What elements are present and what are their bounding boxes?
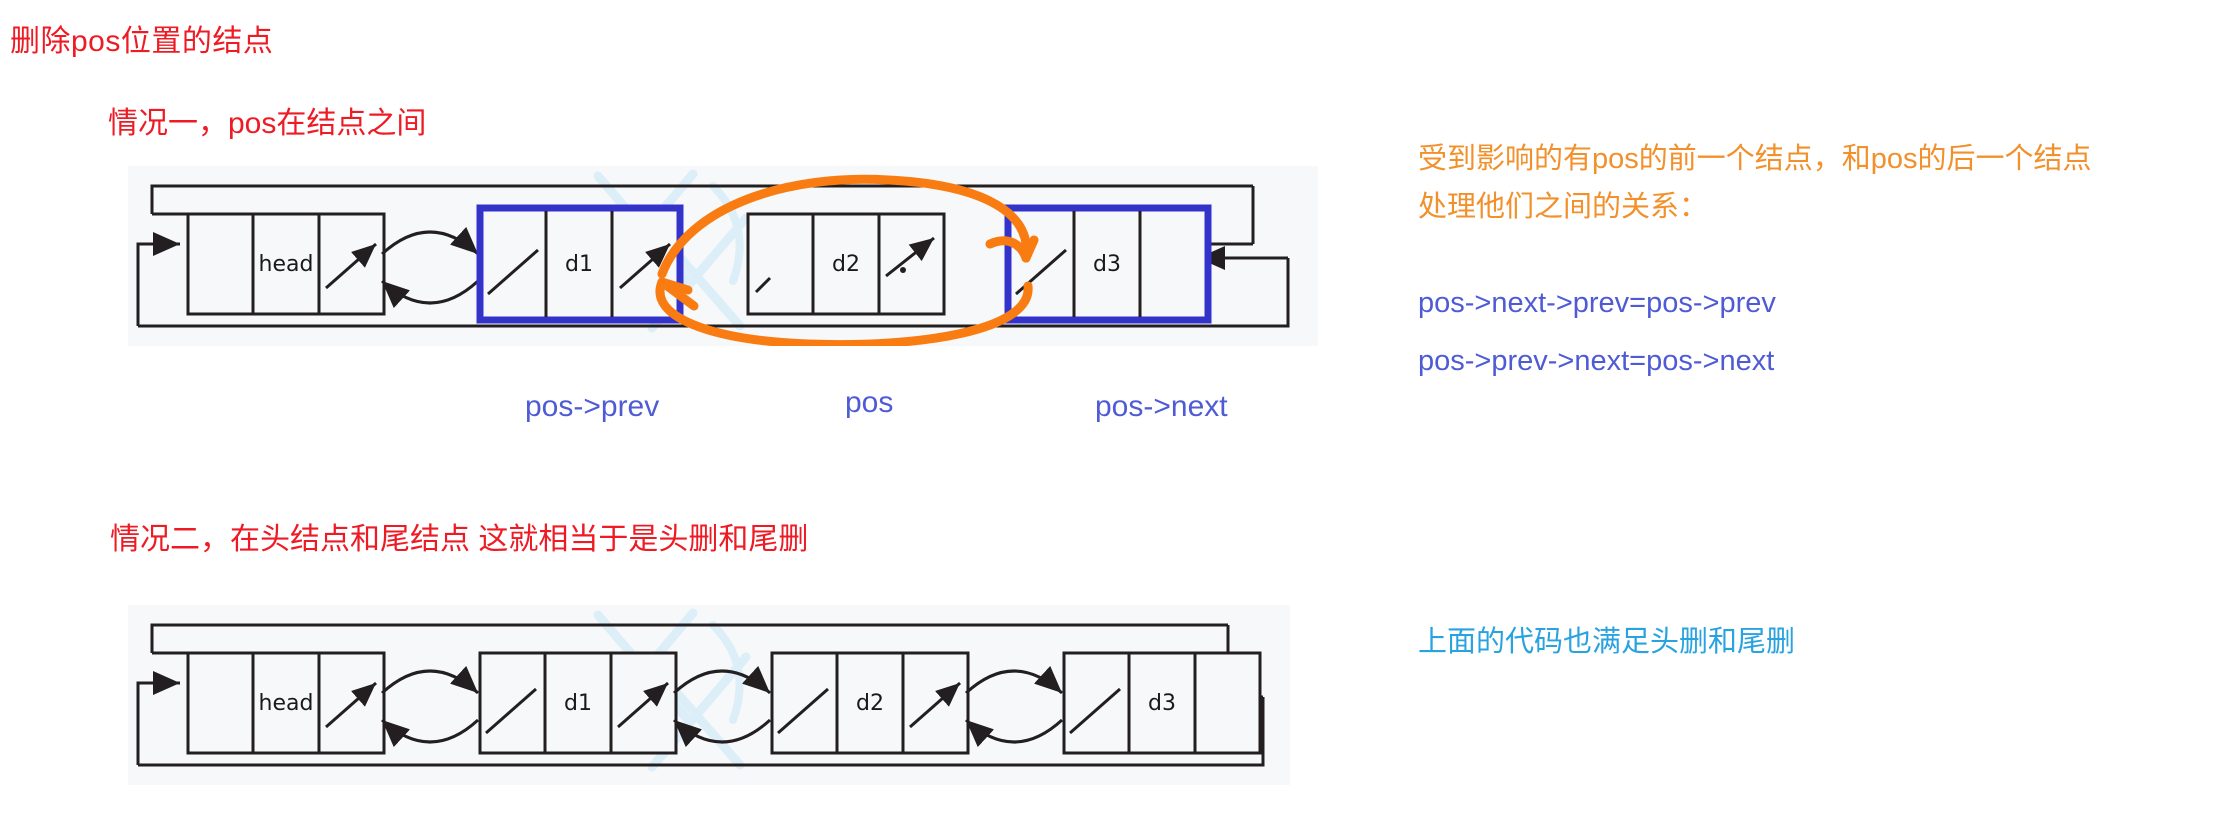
node-d3: d3 (1004, 204, 1212, 324)
node-d1: d1 (476, 204, 684, 324)
node-head: head (186, 651, 386, 755)
diagram-case-one: head d1 d2 d3 (128, 166, 1318, 346)
case-one-code-line1: pos->next->prev=pos->prev (1418, 287, 1776, 319)
case-one-note-line1: 受到影响的有pos的前一个结点，和pos的后一个结点 (1418, 143, 2092, 175)
orange-bypass-annotation (655, 174, 1039, 346)
case-one-code-line2: pos->prev->next=pos->next (1418, 345, 1775, 377)
svg-text:d1: d1 (565, 252, 593, 277)
node-d2: d2 (746, 212, 946, 316)
pointer-label-pos: pos (845, 386, 894, 419)
svg-text:d3: d3 (1093, 252, 1121, 277)
svg-text:d3: d3 (1148, 691, 1176, 716)
case-two-note-line1: 上面的代码也满足头删和尾删 (1418, 626, 1796, 658)
svg-text:head: head (259, 252, 314, 277)
svg-text:head: head (259, 691, 314, 716)
case-two-heading: 情况二，在头结点和尾结点 这就相当于是头删和尾删 (110, 523, 809, 556)
diagram-case-two: head d1 d2 (128, 605, 1290, 785)
svg-text:d1: d1 (564, 691, 592, 716)
node-d2: d2 (770, 651, 970, 755)
node-head: head (186, 212, 386, 316)
svg-text:d2: d2 (832, 252, 860, 277)
pointer-label-pos-next: pos->next (1095, 390, 1228, 423)
node-d3: d3 (1062, 651, 1262, 755)
node-d1: d1 (478, 651, 678, 755)
case-one-heading: 情况一，pos在结点之间 (108, 107, 427, 140)
case-one-note-line2: 处理他们之间的关系： (1418, 191, 1709, 223)
page-title: 删除pos位置的结点 (10, 25, 274, 58)
pointer-label-pos-prev: pos->prev (525, 390, 660, 423)
svg-text:d2: d2 (856, 691, 884, 716)
